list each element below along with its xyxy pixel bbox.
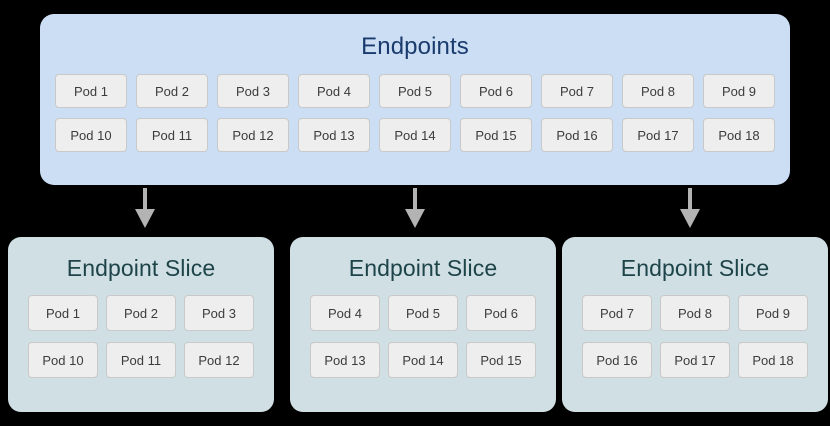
endpoint-slice-container-1: Endpoint Slice Pod 1 Pod 2 Pod 3 Pod 10 … xyxy=(8,237,274,412)
endpoint-slice-pod-grid: Pod 4 Pod 5 Pod 6 Pod 13 Pod 14 Pod 15 xyxy=(310,295,536,389)
pod-chip[interactable]: Pod 17 xyxy=(660,342,730,378)
pod-chip[interactable]: Pod 8 xyxy=(660,295,730,331)
pod-chip[interactable]: Pod 11 xyxy=(136,118,208,152)
arrow-down-icon xyxy=(405,188,425,228)
pod-chip[interactable]: Pod 10 xyxy=(28,342,98,378)
pod-chip[interactable]: Pod 4 xyxy=(310,295,380,331)
pod-chip[interactable]: Pod 3 xyxy=(184,295,254,331)
endpoint-slice-pod-grid: Pod 7 Pod 8 Pod 9 Pod 16 Pod 17 Pod 18 xyxy=(582,295,808,389)
pod-chip[interactable]: Pod 16 xyxy=(541,118,613,152)
pod-chip[interactable]: Pod 9 xyxy=(703,74,775,108)
pod-chip[interactable]: Pod 15 xyxy=(460,118,532,152)
pod-chip[interactable]: Pod 13 xyxy=(298,118,370,152)
endpoint-slice-pod-row-2: Pod 13 Pod 14 Pod 15 xyxy=(310,342,536,378)
endpoint-slice-title: Endpoint Slice xyxy=(66,255,216,281)
pod-chip[interactable]: Pod 1 xyxy=(55,74,127,108)
pod-chip[interactable]: Pod 16 xyxy=(582,342,652,378)
pod-chip[interactable]: Pod 9 xyxy=(738,295,808,331)
pod-chip[interactable]: Pod 5 xyxy=(388,295,458,331)
pod-chip[interactable]: Pod 6 xyxy=(460,74,532,108)
pod-chip[interactable]: Pod 18 xyxy=(738,342,808,378)
arrow-down-icon xyxy=(135,188,155,228)
endpoints-pod-grid: Pod 1 Pod 2 Pod 3 Pod 4 Pod 5 Pod 6 Pod … xyxy=(55,74,775,152)
pod-chip[interactable]: Pod 15 xyxy=(466,342,536,378)
pod-chip[interactable]: Pod 1 xyxy=(28,295,98,331)
pod-chip[interactable]: Pod 6 xyxy=(466,295,536,331)
pod-chip[interactable]: Pod 7 xyxy=(582,295,652,331)
pod-chip[interactable]: Pod 18 xyxy=(703,118,775,152)
pod-chip[interactable]: Pod 3 xyxy=(217,74,289,108)
pod-chip[interactable]: Pod 11 xyxy=(106,342,176,378)
pod-chip[interactable]: Pod 12 xyxy=(184,342,254,378)
endpoint-slice-pod-row-1: Pod 7 Pod 8 Pod 9 xyxy=(582,295,808,331)
arrow-down-icon xyxy=(680,188,700,228)
endpoint-slice-pod-row-2: Pod 10 Pod 11 Pod 12 xyxy=(28,342,254,378)
endpoint-slice-pod-row-1: Pod 1 Pod 2 Pod 3 xyxy=(28,295,254,331)
pod-chip[interactable]: Pod 17 xyxy=(622,118,694,152)
pod-chip[interactable]: Pod 2 xyxy=(136,74,208,108)
pod-chip[interactable]: Pod 13 xyxy=(310,342,380,378)
pod-chip[interactable]: Pod 10 xyxy=(55,118,127,152)
pod-chip[interactable]: Pod 2 xyxy=(106,295,176,331)
pod-chip[interactable]: Pod 14 xyxy=(379,118,451,152)
endpoints-container: Endpoints Pod 1 Pod 2 Pod 3 Pod 4 Pod 5 … xyxy=(40,14,790,185)
endpoint-slice-pod-grid: Pod 1 Pod 2 Pod 3 Pod 10 Pod 11 Pod 12 xyxy=(28,295,254,389)
endpoint-slice-title: Endpoint Slice xyxy=(620,255,770,281)
endpoint-slice-container-3: Endpoint Slice Pod 7 Pod 8 Pod 9 Pod 16 … xyxy=(562,237,828,412)
pod-chip[interactable]: Pod 5 xyxy=(379,74,451,108)
pod-chip[interactable]: Pod 7 xyxy=(541,74,613,108)
pod-chip[interactable]: Pod 8 xyxy=(622,74,694,108)
endpoint-slice-pod-row-2: Pod 16 Pod 17 Pod 18 xyxy=(582,342,808,378)
endpoints-pod-row-1: Pod 1 Pod 2 Pod 3 Pod 4 Pod 5 Pod 6 Pod … xyxy=(55,74,775,108)
endpoints-title: Endpoints xyxy=(361,33,469,60)
endpoint-slice-container-2: Endpoint Slice Pod 4 Pod 5 Pod 6 Pod 13 … xyxy=(290,237,556,412)
endpoints-pod-row-2: Pod 10 Pod 11 Pod 12 Pod 13 Pod 14 Pod 1… xyxy=(55,118,775,152)
endpoint-slice-title: Endpoint Slice xyxy=(348,255,498,281)
pod-chip[interactable]: Pod 4 xyxy=(298,74,370,108)
pod-chip[interactable]: Pod 12 xyxy=(217,118,289,152)
pod-chip[interactable]: Pod 14 xyxy=(388,342,458,378)
endpoint-slice-pod-row-1: Pod 4 Pod 5 Pod 6 xyxy=(310,295,536,331)
